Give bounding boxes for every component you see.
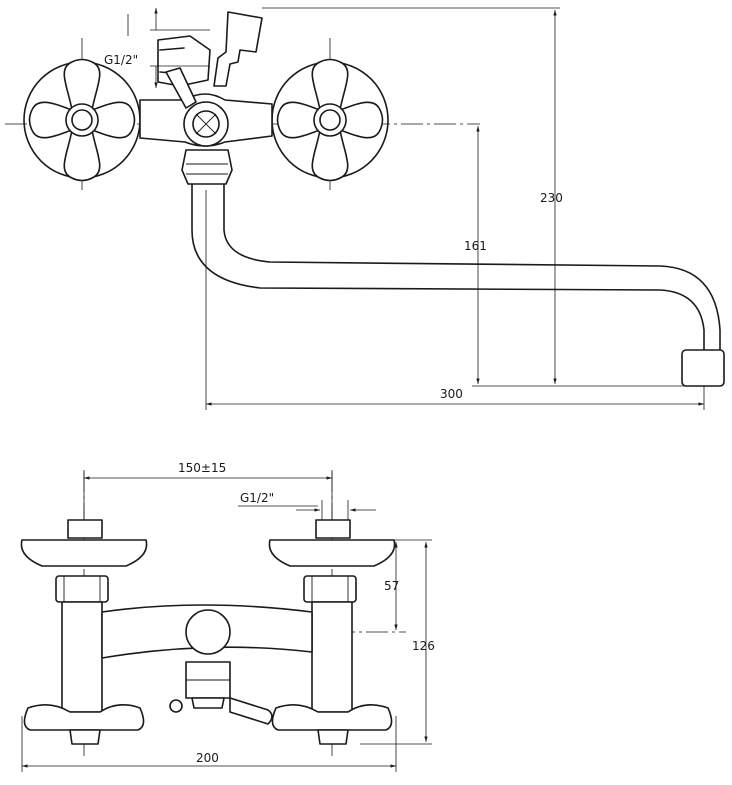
thread-label-front: G1/2" — [240, 491, 274, 505]
diverter-lever — [165, 67, 197, 109]
right-cross-handle — [271, 58, 389, 182]
dimension-126: 126 — [412, 639, 435, 653]
left-cross-handle — [23, 58, 141, 182]
dimension-200: 200 — [196, 751, 219, 765]
top-view: G1/2" 230 161 300 — [5, 7, 725, 410]
right-valve-front — [268, 519, 396, 745]
front-diverter-lever — [229, 697, 273, 725]
diverter-outlet-front — [185, 609, 231, 655]
spout-aerator — [681, 349, 725, 387]
front-view: 150±15 G1/2" 57 126 200 — [20, 461, 435, 772]
diverter-top — [157, 11, 263, 147]
dimension-230: 230 — [540, 191, 563, 205]
dimension-161: 161 — [464, 239, 487, 253]
spout-outer — [191, 183, 705, 351]
spout-nut — [181, 149, 233, 185]
spout-inner — [223, 183, 721, 351]
dimension-57: 57 — [384, 579, 399, 593]
thread-label-top: G1/2" — [104, 53, 138, 67]
dimension-300: 300 — [440, 387, 463, 401]
dimension-150: 150±15 — [178, 461, 226, 475]
left-valve-front — [20, 519, 148, 745]
